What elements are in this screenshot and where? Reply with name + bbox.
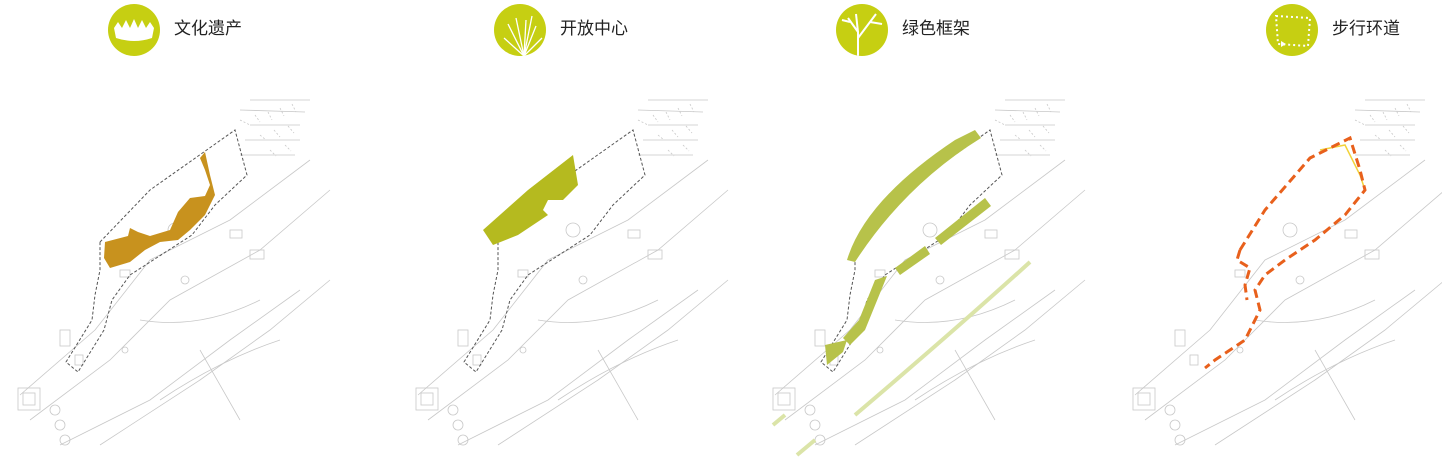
legend-label: 绿色框架 bbox=[902, 18, 970, 39]
plan-green-frame bbox=[771, 99, 1086, 457]
plan-walk-loop bbox=[1132, 99, 1442, 446]
legend-open-center: 开放中心 bbox=[494, 4, 628, 56]
tree-icon bbox=[836, 4, 888, 56]
walk-loop-secondary bbox=[1319, 144, 1366, 191]
open-center-area bbox=[483, 155, 578, 245]
plan-heritage bbox=[17, 99, 331, 446]
legend-label: 文化遗产 bbox=[174, 18, 242, 39]
heritage-area bbox=[104, 152, 215, 268]
legend-label: 步行环道 bbox=[1332, 18, 1400, 39]
legend-walk-loop: 步行环道 bbox=[1266, 4, 1400, 56]
plan-open-center bbox=[415, 99, 729, 446]
dotted-loop-icon bbox=[1266, 4, 1318, 56]
green-frame-strips bbox=[825, 130, 991, 365]
legend-green-frame: 绿色框架 bbox=[836, 4, 970, 56]
legend-heritage: 文化遗产 bbox=[108, 4, 242, 56]
crown-grass-icon bbox=[108, 4, 160, 56]
grass-burst-icon bbox=[494, 4, 546, 56]
walk-loop-path bbox=[1204, 135, 1367, 370]
legend-label: 开放中心 bbox=[560, 18, 628, 39]
